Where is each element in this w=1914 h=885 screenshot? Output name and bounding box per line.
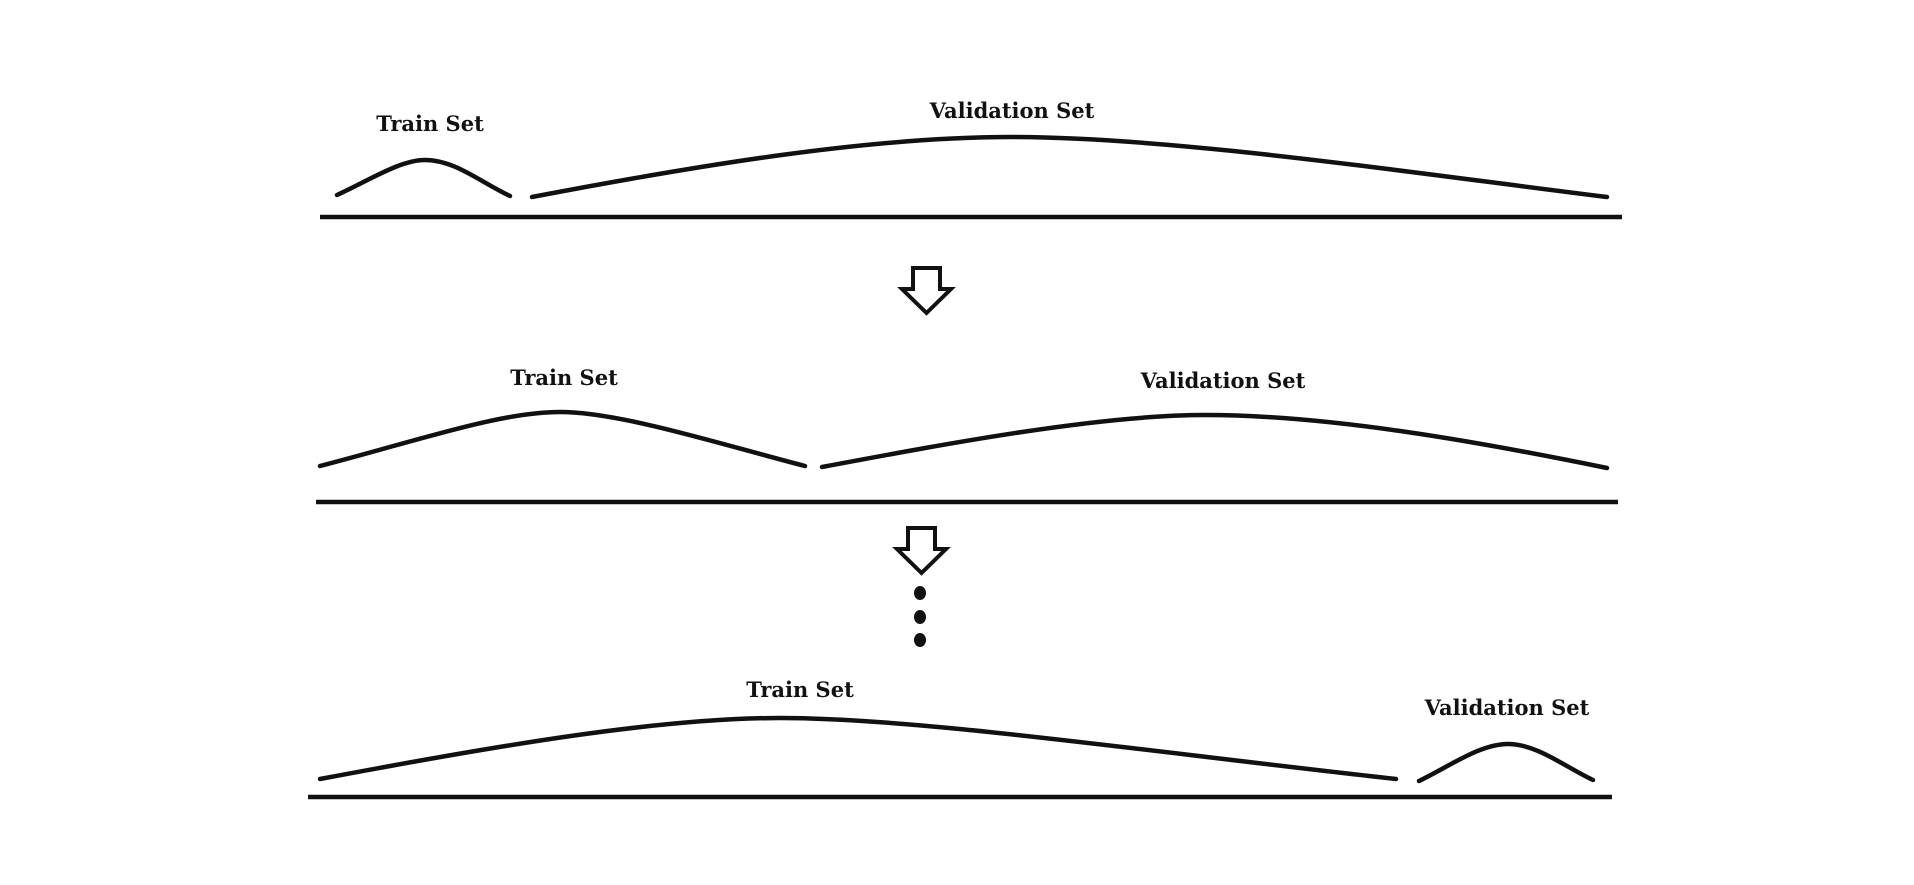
stage-3-validation-label: Validation Set <box>1424 695 1590 720</box>
stage-1-validation-label: Validation Set <box>929 98 1095 123</box>
stage-2-train-curve <box>317 409 808 469</box>
dot <box>914 610 926 624</box>
stage-1-train-label: Train Set <box>376 111 484 136</box>
stage-3-train-label: Train Set <box>746 677 854 702</box>
stage-2-train-label: Train Set <box>510 365 618 390</box>
stage-3-validation-curve <box>1416 741 1596 784</box>
stage-3-train-curve <box>317 715 1399 782</box>
dot <box>914 586 926 600</box>
stage-2-validation-curve <box>819 412 1610 471</box>
down-arrow-icon <box>897 266 956 316</box>
down-arrow-icon <box>892 526 951 576</box>
stage-2: Train Set Validation Set <box>316 365 1618 505</box>
dot <box>914 633 926 647</box>
stage-2-validation-label: Validation Set <box>1140 368 1306 393</box>
stage-1-train-curve <box>334 157 513 199</box>
stage-3: Train Set Validation Set <box>308 677 1612 800</box>
ellipsis-dots <box>914 586 926 647</box>
stage-1-validation-curve <box>529 134 1610 200</box>
stage-1: Train Set Validation Set <box>320 98 1622 220</box>
